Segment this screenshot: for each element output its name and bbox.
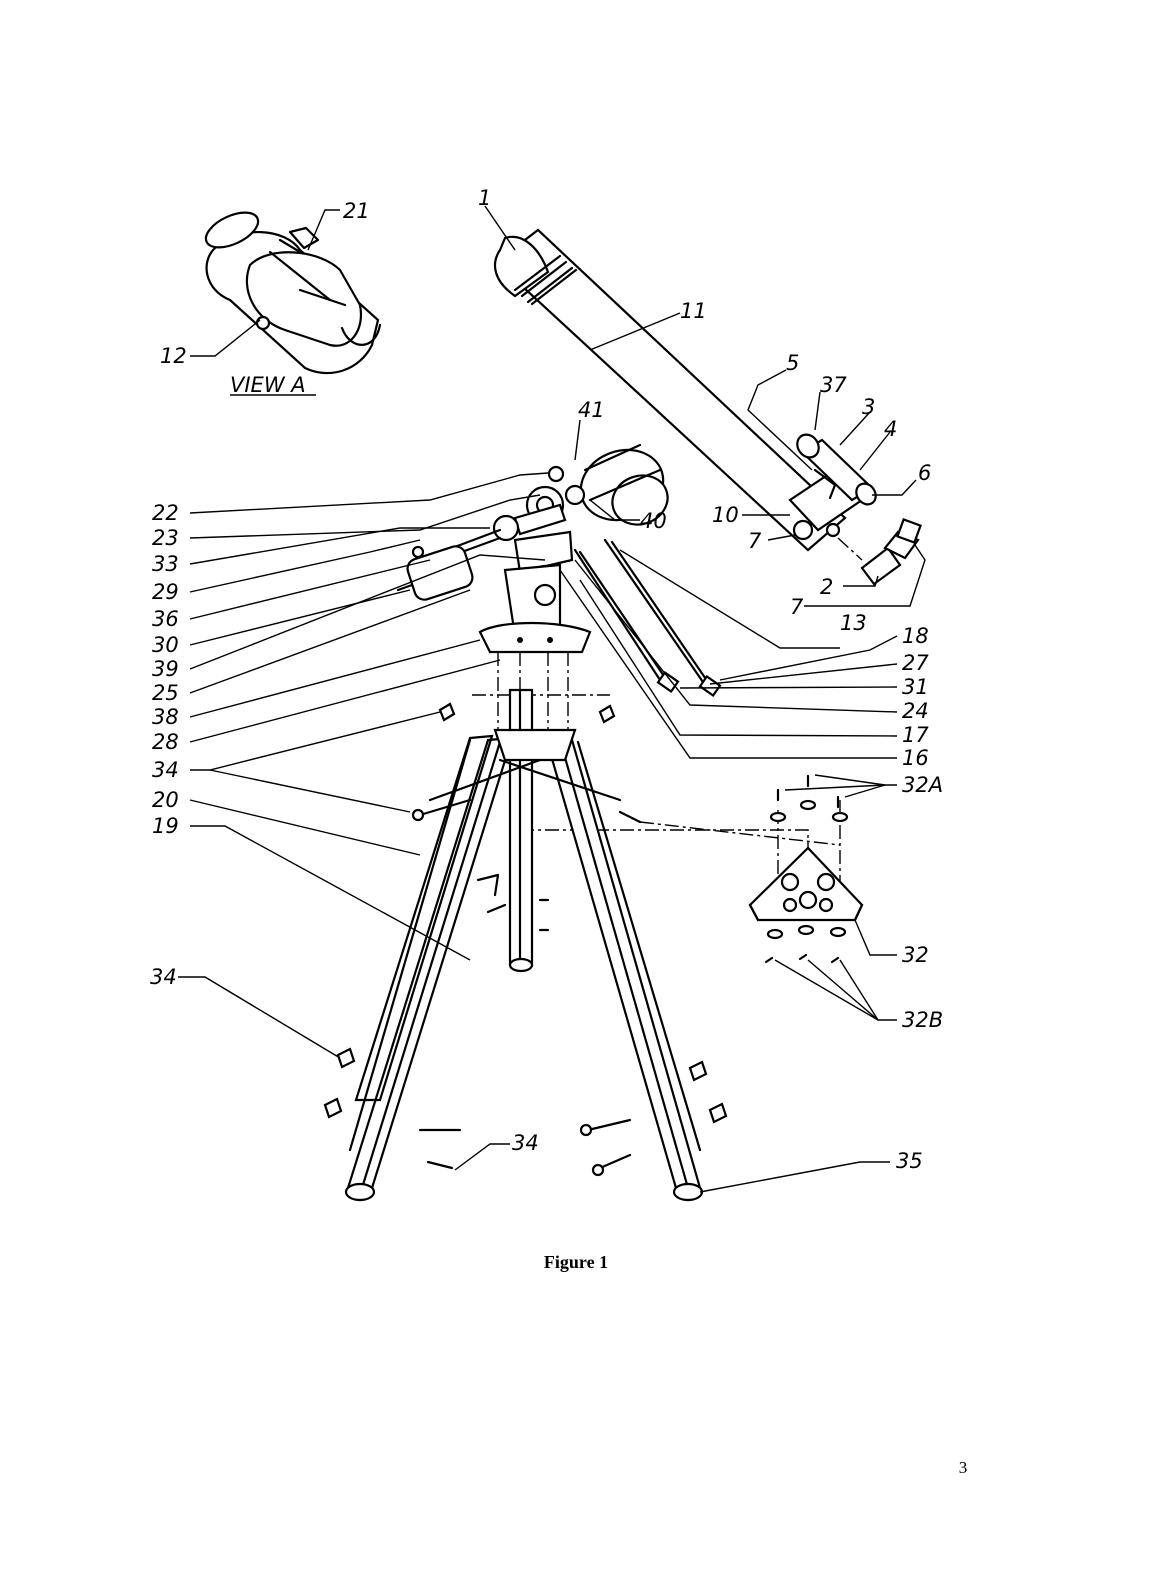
label-11: 11 <box>680 299 707 323</box>
label-37: 37 <box>820 373 847 397</box>
figure-caption: Figure 1 <box>543 1252 609 1272</box>
label-38: 38 <box>152 705 179 729</box>
label-23: 23 <box>152 526 179 550</box>
label-27: 27 <box>902 651 929 675</box>
label-13: 13 <box>840 611 867 635</box>
view-a-inset <box>204 211 382 375</box>
label-31: 31 <box>902 675 929 699</box>
label-5: 5 <box>786 351 799 375</box>
label-17: 17 <box>902 723 929 747</box>
label-3: 3 <box>862 395 875 419</box>
label-6: 6 <box>918 461 931 485</box>
label-28: 28 <box>152 730 179 754</box>
part-labels: 21 12 VIEW A 1 11 5 37 41 3 4 6 40 10 7 … <box>150 186 943 1173</box>
label-1: 1 <box>478 186 491 210</box>
label-40: 40 <box>640 509 667 533</box>
label-41: 41 <box>578 398 605 422</box>
label-10: 10 <box>712 503 739 527</box>
label-16: 16 <box>902 746 929 770</box>
label-33: 33 <box>152 552 179 576</box>
page-number: 3 <box>958 1458 968 1477</box>
label-30: 30 <box>152 633 179 657</box>
label-34-left: 34 <box>150 965 177 989</box>
label-2: 2 <box>820 575 833 599</box>
label-24: 24 <box>902 699 929 723</box>
label-25: 25 <box>152 681 179 705</box>
tripod <box>323 688 728 1202</box>
label-4: 4 <box>884 417 897 441</box>
label-18: 18 <box>902 624 929 648</box>
label-21: 21 <box>343 199 370 223</box>
view-a-label: VIEW A <box>230 373 306 397</box>
label-22: 22 <box>152 501 179 525</box>
label-9: 7 <box>748 529 762 553</box>
label-32: 32 <box>902 943 929 967</box>
label-19: 19 <box>152 814 179 838</box>
label-29: 29 <box>152 580 179 604</box>
equatorial-mount <box>396 443 722 698</box>
label-34-upper: 34 <box>152 758 179 782</box>
label-36: 36 <box>152 607 179 631</box>
label-7: 7 <box>790 595 804 619</box>
assembly-lines <box>472 652 841 890</box>
leader-lines <box>178 205 926 1193</box>
label-32B: 32B <box>902 1008 943 1032</box>
label-39: 39 <box>152 657 179 681</box>
label-20: 20 <box>152 788 179 812</box>
label-34-bottom: 34 <box>512 1131 539 1155</box>
label-35: 35 <box>896 1149 923 1173</box>
label-32A: 32A <box>902 773 943 797</box>
label-12: 12 <box>160 344 187 368</box>
accessory-tray <box>748 774 864 964</box>
telescope-tube <box>493 228 922 586</box>
